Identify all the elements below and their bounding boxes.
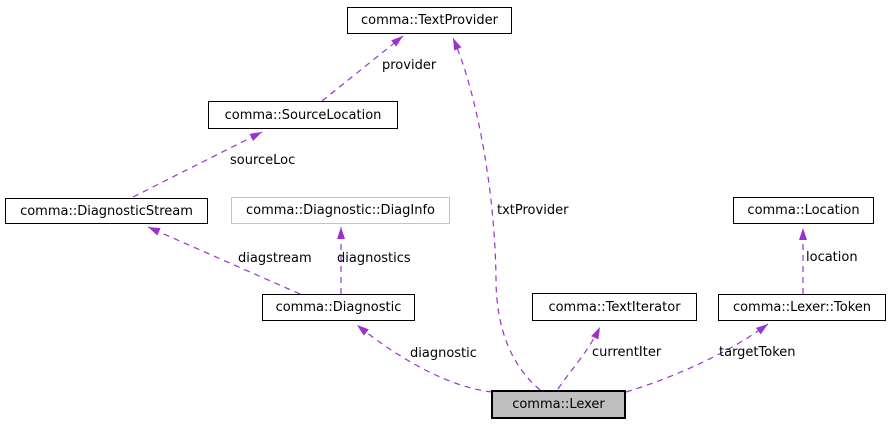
edge-targettoken (625, 323, 769, 393)
node-comma-diagnosticstream[interactable]: comma::DiagnosticStream (5, 198, 208, 224)
edge-label-diagstream: diagstream (238, 251, 312, 266)
edge-label-targettoken: targetToken (719, 345, 796, 360)
edge-diagstream (147, 226, 301, 295)
node-comma-lexer-current: comma::Lexer (491, 390, 626, 419)
edge-label-diagnostics: diagnostics (337, 251, 411, 266)
node-comma-diagnostic-diaginfo: comma::Diagnostic::DiagInfo (231, 197, 450, 224)
edge-label-sourceloc: sourceLoc (230, 153, 296, 168)
node-comma-lexer-token[interactable]: comma::Lexer::Token (718, 294, 886, 321)
edge-label-provider: provider (382, 58, 437, 73)
node-comma-diagnostic[interactable]: comma::Diagnostic (262, 294, 415, 321)
node-comma-textprovider[interactable]: comma::TextProvider (347, 7, 512, 34)
node-comma-textiterator[interactable]: comma::TextIterator (532, 293, 697, 321)
edge-sourceloc (132, 131, 263, 198)
edge-label-txtprovider: txtProvider (497, 203, 569, 218)
edge-label-diagnostic: diagnostic (410, 346, 477, 361)
edge-diagnostic (356, 324, 493, 393)
edge-label-location: location (806, 250, 858, 265)
edge-currentiter (557, 326, 601, 390)
edge-txtprovider (452, 37, 541, 391)
edge-label-currentiter: currentIter (592, 345, 662, 360)
node-comma-sourcelocation[interactable]: comma::SourceLocation (208, 101, 398, 129)
node-comma-location[interactable]: comma::Location (733, 197, 874, 224)
